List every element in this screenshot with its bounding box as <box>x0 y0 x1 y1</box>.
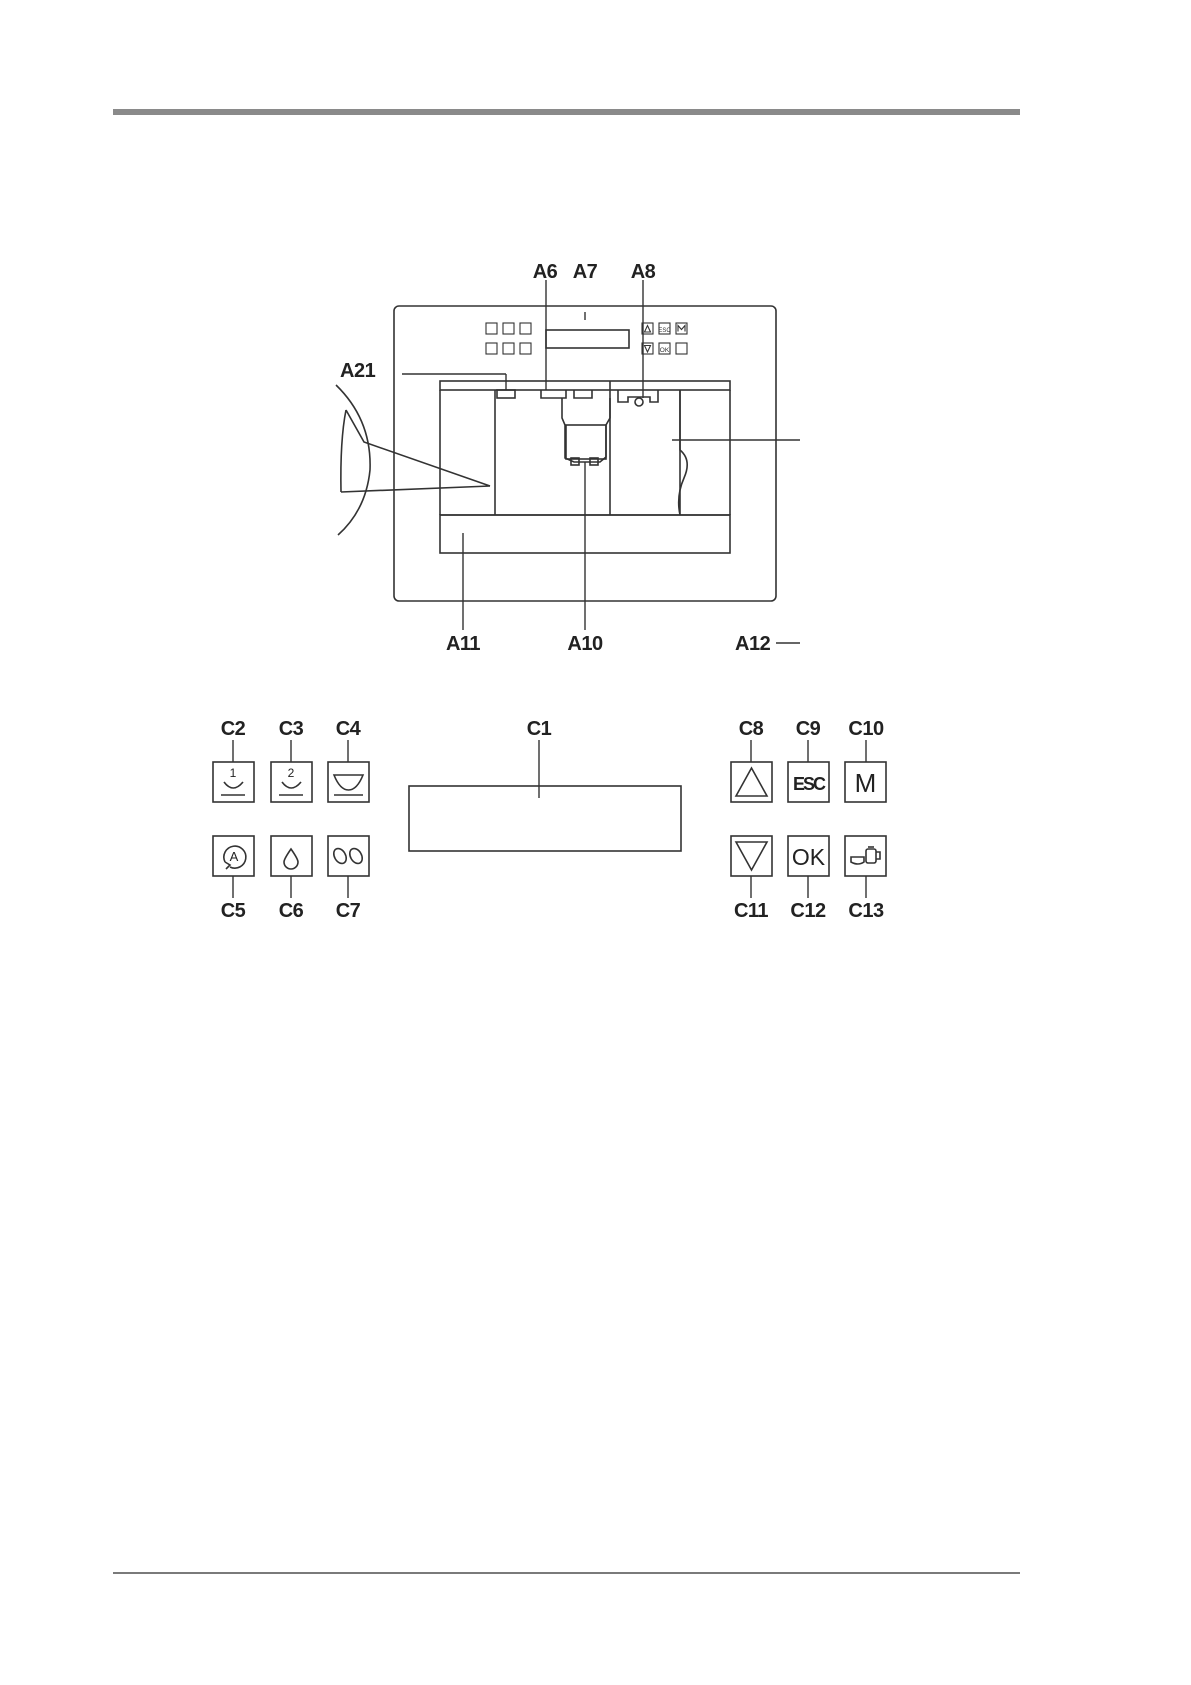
key-c3-number: 2 <box>288 766 295 780</box>
machine-labels: A6 A7 A8 A21 A11 A10 A12 <box>340 261 771 655</box>
svg-text:OK: OK <box>660 347 670 354</box>
key-c5-letter: A <box>230 849 239 864</box>
svg-text:ESC: ESC <box>658 328 671 334</box>
label-c8: C8 <box>739 718 764 740</box>
panel-left-keys: 1 2 <box>213 762 369 876</box>
key-c13[interactable] <box>845 836 886 876</box>
machine-front-view: ESC OK <box>336 306 776 601</box>
key-c6[interactable] <box>271 836 312 876</box>
machine-slot-a21 <box>497 390 515 398</box>
label-a12: A12 <box>735 633 771 655</box>
key-c2-number: 1 <box>230 766 237 780</box>
label-c9: C9 <box>796 718 821 740</box>
label-c3: C3 <box>279 718 304 740</box>
label-c11: C11 <box>734 900 768 922</box>
key-c2[interactable]: 1 <box>213 762 254 802</box>
key-c10-text: M <box>855 768 877 798</box>
label-a7: A7 <box>573 261 598 283</box>
label-a10: A10 <box>567 633 603 655</box>
key-c9[interactable]: ESC <box>788 762 829 802</box>
label-c13: C13 <box>848 900 884 922</box>
key-c11[interactable] <box>731 836 772 876</box>
label-c4: C4 <box>336 718 362 740</box>
key-c4[interactable] <box>328 762 369 802</box>
machine-top-shelf <box>440 381 730 390</box>
label-c2: C2 <box>221 718 246 740</box>
label-c10: C10 <box>848 718 884 740</box>
panel-display-c1 <box>409 786 681 851</box>
label-c12: C12 <box>790 900 826 922</box>
footer-rule <box>113 1572 1020 1574</box>
machine-spout-a10 <box>562 398 610 462</box>
label-c7: C7 <box>336 900 361 922</box>
key-c9-text: ESC <box>793 774 826 794</box>
key-c8[interactable] <box>731 762 772 802</box>
key-c7[interactable] <box>328 836 369 876</box>
machine-left-keys <box>486 323 531 354</box>
key-c12[interactable]: OK <box>788 836 829 876</box>
machine-display-a7 <box>546 330 629 348</box>
label-c5: C5 <box>221 900 246 922</box>
key-c12-text: OK <box>792 844 826 870</box>
label-c1: C1 <box>527 718 552 740</box>
key-c10[interactable]: M <box>845 762 886 802</box>
label-a21: A21 <box>340 360 376 382</box>
label-a11: A11 <box>446 633 480 655</box>
label-a8: A8 <box>631 261 656 283</box>
key-c5[interactable]: A <box>213 836 254 876</box>
panel-labels: C2 C3 C4 C8 C9 C10 C5 C6 C7 C11 C12 C13 <box>221 718 884 922</box>
key-c3[interactable]: 2 <box>271 762 312 802</box>
panel-right-keys: ESC M OK <box>731 762 886 876</box>
label-c6: C6 <box>279 900 304 922</box>
label-a6: A6 <box>533 261 558 283</box>
